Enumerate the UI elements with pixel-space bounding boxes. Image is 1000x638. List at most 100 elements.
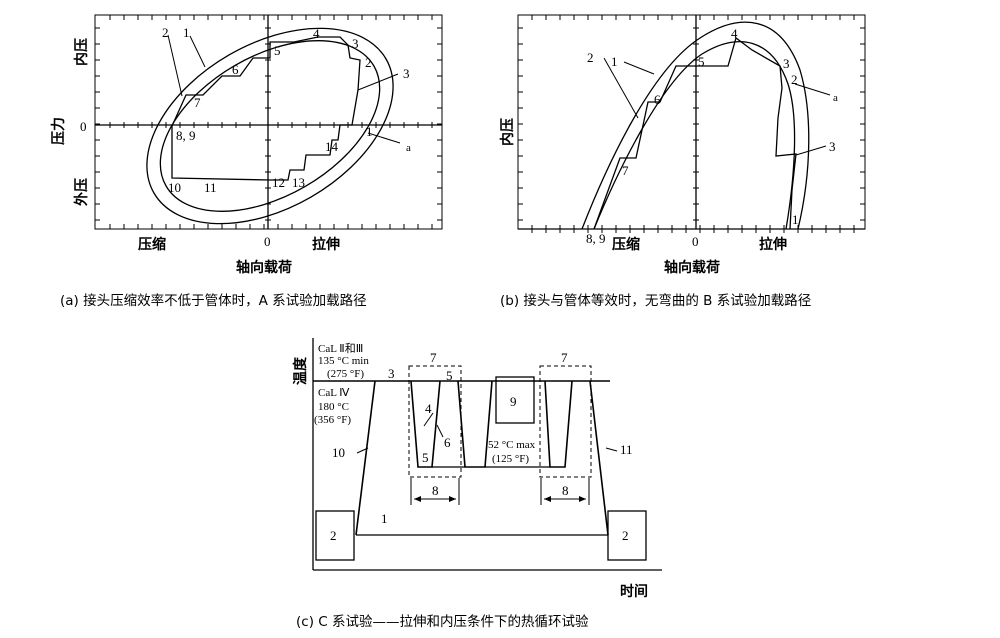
c-label-11: 11 bbox=[620, 442, 633, 457]
a-y-bottom: 外压 bbox=[73, 178, 90, 206]
panel-b-load-path bbox=[593, 36, 797, 230]
a-pt-7: 7 bbox=[194, 95, 201, 110]
c-label-7-left: 7 bbox=[430, 350, 437, 365]
a-y-label: 压力 bbox=[50, 117, 67, 145]
panel-b: 2 1 4 5 3 6 2 a 7 3 8, 9 1 内压 0 压缩 拉伸 轴向… bbox=[499, 14, 866, 309]
c-cal-4-c: 180 °C bbox=[318, 401, 349, 413]
panel-c-dashbox-1 bbox=[408, 365, 462, 478]
panel-b-curve-inner bbox=[593, 41, 796, 230]
b-pt-a: a bbox=[833, 92, 838, 104]
b-x-zero: 0 bbox=[692, 234, 699, 249]
a-pt-a: a bbox=[406, 142, 411, 154]
a-pt-13: 13 bbox=[292, 175, 305, 190]
panel-c: CaL Ⅱ和Ⅲ 135 °C min (275 °F) CaL Ⅳ 180 °C… bbox=[292, 338, 662, 630]
b-y-top: 内压 bbox=[499, 118, 516, 146]
a-x-right: 拉伸 bbox=[312, 236, 340, 253]
a-x-left: 压缩 bbox=[138, 236, 166, 253]
panel-b-curve-outer bbox=[581, 21, 810, 230]
b-x-right: 拉伸 bbox=[759, 236, 787, 253]
panel-a-ellipse-inner bbox=[159, 40, 381, 212]
b-x-axis-label: 轴向载荷 bbox=[664, 259, 720, 276]
c-label-6: 6 bbox=[444, 435, 451, 450]
c-max-c: 52 °C max bbox=[488, 439, 536, 451]
c-label-1: 1 bbox=[381, 511, 388, 526]
a-pt-11: 11 bbox=[204, 180, 217, 195]
a-pt-89: 8, 9 bbox=[176, 128, 196, 143]
a-pt-1: 1 bbox=[183, 25, 190, 40]
c-cal-23-c: 135 °C min bbox=[318, 355, 369, 367]
a-pt-2: 2 bbox=[162, 25, 169, 40]
c-label-4: 4 bbox=[425, 401, 432, 416]
panel-c-box-9 bbox=[495, 376, 535, 424]
panel-c-cycle-1b bbox=[457, 380, 493, 468]
panel-c-cycle-1a bbox=[410, 380, 441, 468]
b-pt-89: 8, 9 bbox=[586, 231, 606, 246]
panel-a-ellipse-outer bbox=[146, 27, 394, 225]
c-label-5-top: 5 bbox=[446, 368, 453, 383]
a-x-zero: 0 bbox=[264, 234, 271, 249]
panel-c-box-2-left bbox=[315, 510, 355, 561]
panel-c-ramp-up bbox=[355, 380, 376, 536]
panel-a-load-path bbox=[171, 36, 361, 181]
c-cal-23: CaL Ⅱ和Ⅲ bbox=[318, 342, 363, 355]
panel-c-ramp-down bbox=[589, 380, 609, 536]
a-pt-3a: 3 bbox=[352, 36, 359, 51]
a-pt-1b: 1 bbox=[366, 124, 373, 139]
a-pt-3: 3 bbox=[403, 66, 410, 81]
c-label-5-bottom: 5 bbox=[422, 450, 429, 465]
b-pt-5: 5 bbox=[698, 54, 705, 69]
c-label-2-right: 2 bbox=[622, 528, 629, 543]
panel-c-box-2-right bbox=[607, 510, 647, 561]
b-pt-2b: 2 bbox=[791, 72, 798, 87]
c-label-7-right: 7 bbox=[561, 350, 568, 365]
b-x-left: 压缩 bbox=[612, 236, 640, 253]
a-pt-2b: 2 bbox=[365, 55, 372, 70]
b-pt-1b: 1 bbox=[792, 212, 799, 227]
panel-a-leader-3 bbox=[357, 73, 399, 91]
b-caption: (b) 接头与管体等效时，无弯曲的 B 系试验加载路径 bbox=[500, 292, 811, 309]
panel-c-leader-10 bbox=[356, 447, 369, 454]
c-label-8-left: 8 bbox=[432, 483, 439, 498]
panel-a-leader-1 bbox=[189, 35, 206, 68]
c-cal-4-f: (356 °F) bbox=[314, 414, 351, 426]
a-pt-14: 14 bbox=[325, 139, 339, 154]
a-y-zero: 0 bbox=[80, 119, 87, 134]
b-pt-2: 2 bbox=[587, 50, 594, 65]
a-pt-6: 6 bbox=[232, 62, 239, 77]
panel-a: 2 1 5 4 3 2 3 6 7 8, 9 1 a 14 10 11 12 1… bbox=[50, 14, 443, 309]
panel-c-leader-4 bbox=[423, 412, 434, 427]
panel-b-frame bbox=[517, 14, 866, 230]
a-x-axis-label: 轴向载荷 bbox=[236, 259, 292, 276]
b-pt-3: 3 bbox=[829, 139, 836, 154]
c-max-f: (125 °F) bbox=[492, 453, 529, 465]
c-label-2-left: 2 bbox=[330, 528, 337, 543]
c-label-8-right: 8 bbox=[562, 483, 569, 498]
b-pt-1: 1 bbox=[611, 54, 618, 69]
a-pt-10: 10 bbox=[168, 180, 181, 195]
a-pt-4: 4 bbox=[313, 26, 320, 41]
c-cal-4: CaL Ⅳ bbox=[318, 387, 350, 399]
a-pt-5: 5 bbox=[274, 43, 281, 58]
panel-c-cycle-2 bbox=[544, 380, 573, 468]
panel-b-leader-2 bbox=[603, 57, 639, 119]
c-label-3: 3 bbox=[388, 366, 395, 381]
a-y-top: 内压 bbox=[73, 38, 90, 66]
b-pt-4: 4 bbox=[731, 26, 738, 41]
panel-c-leader-11 bbox=[605, 447, 618, 452]
c-label-10: 10 bbox=[332, 445, 345, 460]
panel-b-ticks bbox=[518, 15, 865, 233]
panel-b-leader-3 bbox=[795, 145, 827, 156]
c-label-9: 9 bbox=[510, 394, 517, 409]
panel-b-leader-1 bbox=[623, 61, 655, 75]
c-y-label: 温度 bbox=[292, 356, 309, 385]
c-x-label: 时间 bbox=[620, 583, 648, 600]
panel-a-leader-2 bbox=[167, 34, 183, 97]
panel-a-leader-a bbox=[367, 132, 401, 144]
c-caption: (c) C 系试验——拉伸和内压条件下的热循环试验 bbox=[296, 613, 589, 630]
panel-c-leader-6 bbox=[436, 424, 444, 438]
a-caption: (a) 接头压缩效率不低于管体时，A 系试验加载路径 bbox=[60, 292, 367, 309]
panel-b-leader-a bbox=[794, 83, 831, 96]
a-pt-12: 12 bbox=[272, 175, 285, 190]
b-pt-7: 7 bbox=[622, 163, 629, 178]
